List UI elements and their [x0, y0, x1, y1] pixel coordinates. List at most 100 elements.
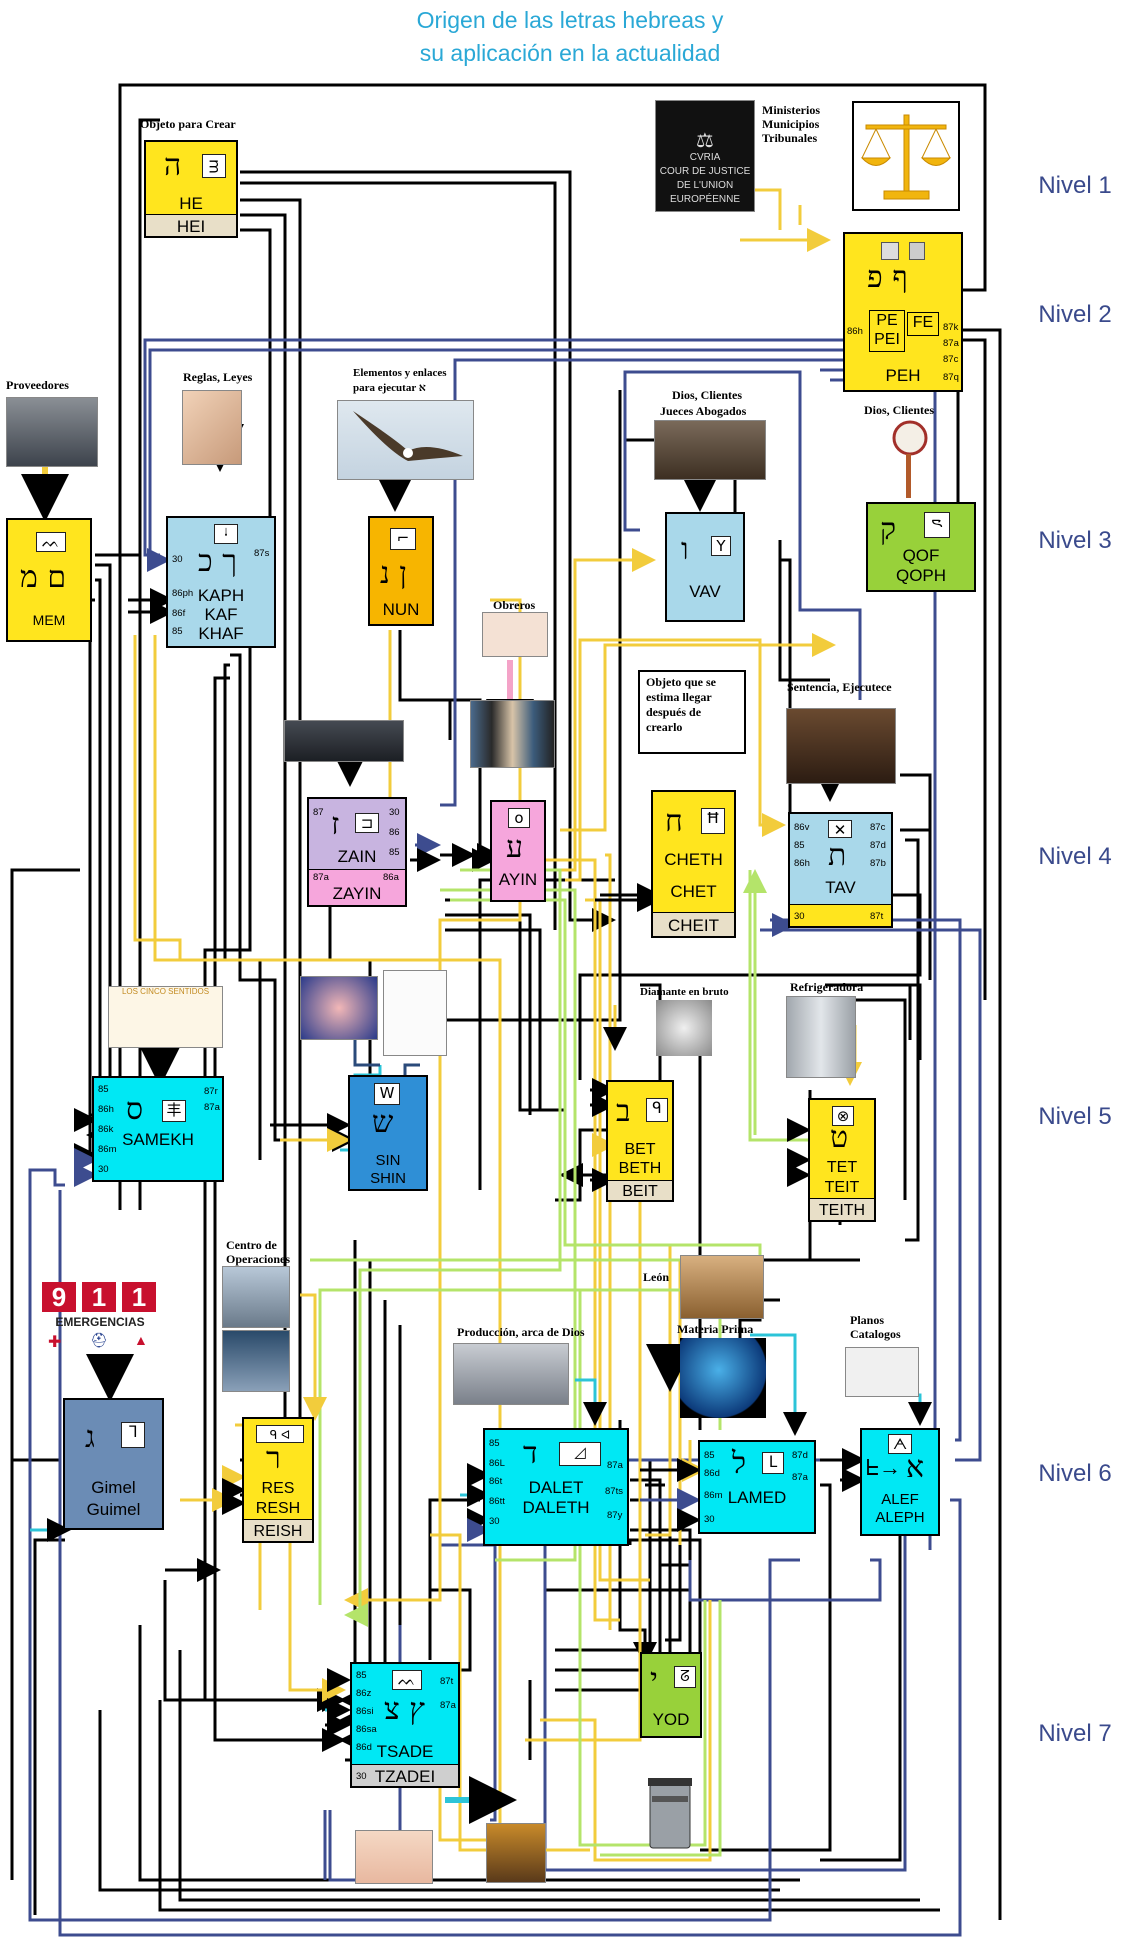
vav-hebrew: ו [681, 532, 689, 567]
dalet-code-87y: 87y [607, 1510, 623, 1521]
resh-glyph-icon: ᑫ ᐊ [256, 1425, 304, 1443]
tsade-code-30: 30 [356, 1771, 367, 1782]
letter-zain-box: 87 ז ⊐ 30 86 85 ZAIN 87a 86a ZAYIN [307, 797, 407, 907]
lamed-code-85: 85 [704, 1450, 715, 1461]
dalet-hebrew: ד [523, 1436, 538, 1471]
tsade-code-86z: 86z [356, 1688, 372, 1699]
kaph-code-86ph: 86ph [172, 588, 194, 599]
hand-writing-image [182, 390, 242, 465]
diamond-image [656, 1000, 712, 1056]
aleph-name: ALEPH [875, 1509, 925, 1526]
res-name: RES [261, 1480, 295, 1497]
peh-code-87c: 87c [943, 354, 959, 365]
blueprint-image [845, 1347, 919, 1397]
label-objeto-crear: Objeto para Crear [140, 117, 236, 131]
letter-samekh-box: ס 丰 85 86h 86k 86m 30 87r 87a SAMEKH [92, 1076, 224, 1182]
gavel-image [786, 708, 896, 784]
bet-hebrew: ב [616, 1094, 631, 1129]
letter-kaph-box: ᛍ ך כ 30 87s 86ph 86f 85 KAPH KAF KHAF [166, 516, 276, 648]
samekh-code-87r: 87r [204, 1086, 218, 1097]
peh-code-87q: 87q [943, 372, 959, 383]
robot-image [486, 1823, 546, 1883]
label-tribunales: Tribunales [762, 131, 818, 145]
tsade-strip-text: TZADEI [374, 1767, 436, 1786]
brain-image [300, 976, 378, 1040]
network-switch-image [284, 720, 404, 762]
tsade-code-87a: 87a [440, 1700, 456, 1711]
label-materia: Materia Prima [677, 1322, 754, 1336]
tav-strip: 30 87t [790, 904, 891, 926]
qof-glyph-icon: ᯍ [924, 512, 950, 538]
nun-hebrew: ן נ [380, 556, 407, 591]
alef-arrow: ᖶ→ [866, 1455, 902, 1480]
qoph-name: QOPH [895, 566, 947, 585]
label-elementos-1: Elementos y enlaces [353, 367, 447, 379]
tav-code-87t: 87t [870, 911, 884, 922]
peh-code-87k: 87k [943, 322, 959, 333]
fire-icon: ▲ [134, 1332, 148, 1348]
label-elementos-2: para ejecutar א [353, 382, 426, 394]
sin-name: SIN [375, 1152, 401, 1169]
alef-glyph-icon: ᗅ [888, 1434, 912, 1454]
shin-glyph-icon: W [374, 1083, 400, 1105]
lamed-code-86m: 86m [704, 1490, 723, 1501]
earth-image [680, 1338, 766, 1418]
kaph-code-86f: 86f [172, 608, 186, 619]
label-ministerios: Ministerios [762, 103, 820, 117]
courtroom-image [654, 420, 766, 480]
lion-image [680, 1255, 764, 1319]
samekh-name: SAMEKH [122, 1130, 194, 1149]
workers-image [470, 700, 555, 768]
baby-image [355, 1830, 433, 1884]
qof-name: QOF [902, 546, 940, 565]
nerve-diagram-image [383, 970, 447, 1056]
tsade-code-86sa: 86sa [356, 1724, 377, 1735]
chet-strip-text: CHEIT [668, 916, 719, 935]
letter-tsade-box: ᨓ ץ צ 85 86z 86si 86sa 86d 87t 87a TSADE… [350, 1662, 460, 1788]
dalet-name: DALET [528, 1478, 584, 1497]
he-name: HE [179, 194, 203, 213]
tav-code-85: 85 [794, 840, 805, 851]
tet-hebrew: ט [830, 1120, 849, 1155]
he-strip-text: HEI [176, 217, 206, 236]
ayin-hebrew: ע [506, 830, 523, 865]
zain-code-87: 87 [313, 807, 324, 818]
label-municipios: Municipios [762, 117, 820, 131]
label-refrigeradora: Refrigeradora [790, 980, 864, 994]
samekh-code-87a: 87a [204, 1102, 220, 1113]
tav-name: TAV [825, 878, 856, 897]
letter-lamed-box: ל ᒪ 85 86d 86m 30 87d 87a LAMED [698, 1440, 816, 1534]
five-senses-image: LOS CINCO SENTIDOS [108, 986, 223, 1048]
mem-glyph-icon: ᨓ [36, 532, 66, 552]
peh-sub-pei: PEI [874, 331, 900, 348]
qof-hebrew: ק [880, 512, 897, 547]
letter-yod-box: י ᘔ YOD [640, 1652, 702, 1738]
tsade-glyph-icon: ᨓ [392, 1670, 422, 1690]
tav-code-87d: 87d [870, 840, 886, 851]
dalet-code-87a: 87a [607, 1460, 623, 1471]
bet-strip-text: BEIT [622, 1183, 658, 1200]
letter-alef-box: ᗅ ᖶ→ א ALEF ALEPH [860, 1428, 940, 1536]
gimel-glyph-icon: ᒣ [121, 1422, 145, 1448]
kaph-code-30: 30 [172, 554, 183, 565]
he-strip: HEI [146, 214, 236, 236]
police-icon: ⛑ [90, 1332, 108, 1348]
resh-strip-text: REISH [253, 1523, 303, 1540]
letter-chet-box: ח Ħ CHETH CHET CHEIT [651, 790, 736, 938]
peh-sub-box: PE PEI [869, 310, 905, 352]
beth-name: BETH [618, 1160, 662, 1177]
drum-icon [892, 420, 928, 500]
label-leon: León [643, 1270, 670, 1284]
tsade-code-87t: 87t [440, 1676, 454, 1687]
shin-name: SHIN [370, 1170, 406, 1187]
mem-name: MEM [32, 612, 66, 628]
lamed-code-87a: 87a [792, 1472, 808, 1483]
control-room-image [222, 1330, 290, 1392]
letter-he-box: ה ᴟ HE HEI [144, 140, 238, 238]
peh-calculator-icon [909, 242, 925, 260]
tav-code-30: 30 [794, 911, 805, 922]
resh-hebrew: ר [266, 1441, 281, 1476]
level-4: Nivel 4 [1038, 843, 1112, 870]
samekh-hebrew: ס [126, 1092, 144, 1127]
yod-name: YOD [652, 1710, 690, 1729]
